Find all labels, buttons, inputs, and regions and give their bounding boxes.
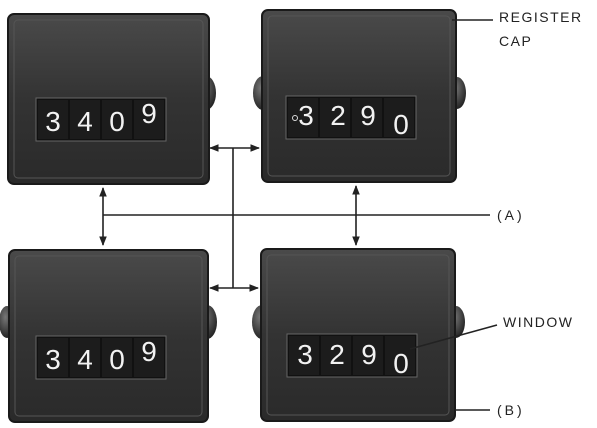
label-register: REGISTER [499, 9, 583, 25]
digit: 0 [393, 348, 409, 379]
register-bottom-left: 3 4 0 9 [0, 250, 217, 422]
register-top-left: 3 4 0 9 [8, 14, 216, 184]
label-window: WINDOW [503, 314, 573, 330]
digit: 4 [77, 344, 93, 375]
digit: 0 [109, 106, 125, 137]
digit: 3 [45, 344, 61, 375]
digit: 0 [393, 109, 409, 140]
digit: 3 [297, 339, 313, 370]
digit: 9 [141, 98, 157, 129]
label-b: (B) [497, 402, 525, 418]
label-a: (A) [497, 207, 525, 223]
digit: 9 [141, 336, 157, 367]
digit: 2 [330, 100, 346, 131]
digit: 3 [298, 100, 314, 131]
register-top-right: 3 2 9 0 [253, 10, 466, 182]
label-cap: CAP [499, 33, 532, 49]
digit: 3 [45, 106, 61, 137]
digit: 2 [329, 339, 345, 370]
digit: 9 [361, 339, 377, 370]
digit: 4 [77, 106, 93, 137]
register-bottom-right: 3 2 9 0 [252, 249, 465, 421]
digit: 0 [109, 344, 125, 375]
digit: 9 [360, 100, 376, 131]
